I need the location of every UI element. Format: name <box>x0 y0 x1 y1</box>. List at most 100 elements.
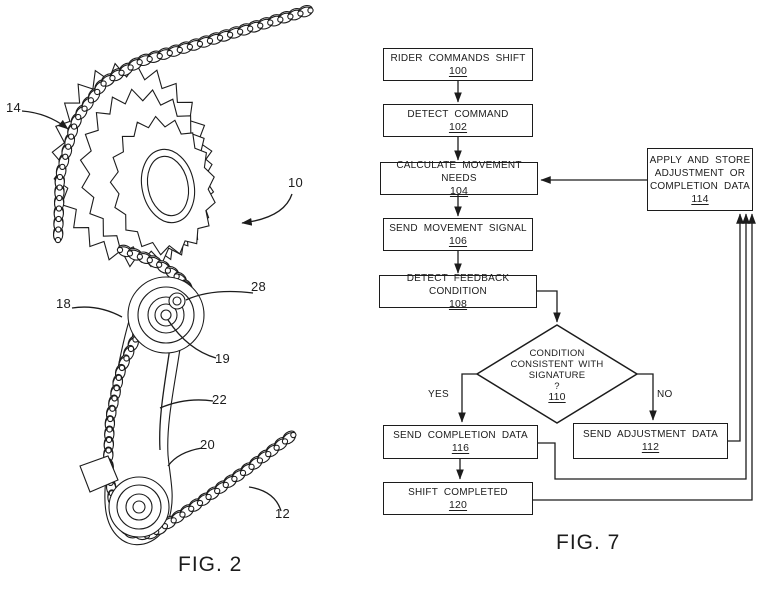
chain-upper-roller <box>62 153 69 160</box>
chain-left-roller <box>105 447 112 454</box>
chain-upper-roller <box>226 31 234 38</box>
chain-upper-roller <box>118 69 125 76</box>
ref-label-10: 10 <box>288 175 304 190</box>
flow-node-send-adjustment-data: SEND ADJUSTMENT DATA 112 <box>573 423 728 459</box>
ref-label-22: 22 <box>212 392 228 407</box>
line-120-114 <box>533 213 756 501</box>
chain-upper-roller <box>196 40 204 48</box>
chain-upper-roller <box>136 59 143 66</box>
chain-upper-roller <box>287 13 294 20</box>
mounting-tab <box>79 455 119 493</box>
node-label: APPLY AND STORE <box>649 154 751 166</box>
node-ref: 106 <box>448 234 468 247</box>
flow-node-calculate-movement-needs: CALCULATE MOVEMENT NEEDS 104 <box>380 160 538 197</box>
chain-upper-roller <box>307 7 314 14</box>
chain-upper-roller <box>206 37 214 44</box>
node-ref: 120 <box>448 498 468 511</box>
chain-left-roller <box>109 405 116 412</box>
chain-lower-roller <box>205 493 212 501</box>
leader-10 <box>241 193 293 226</box>
lower-pulley <box>132 500 146 514</box>
node-ref: 100 <box>448 64 468 77</box>
chain-upper-roller <box>59 163 66 171</box>
chain-lower-roller <box>222 481 229 489</box>
ref-label-19: 19 <box>215 351 231 366</box>
node-label: SEND ADJUSTMENT DATA <box>582 429 718 440</box>
chain-upper-roller <box>87 97 95 104</box>
chain-upper-roller <box>247 25 254 32</box>
chain-upper-roller <box>55 226 62 233</box>
node-label: RIDER COMMANDS SHIFT <box>390 52 526 64</box>
ref-label-20: 20 <box>200 437 216 452</box>
flow-node-send-completion-data: SEND COMPLETION DATA 116 <box>383 425 538 459</box>
node-ref: 114 <box>691 192 709 205</box>
chain-mid-roller <box>164 267 172 274</box>
leader-18 <box>71 306 123 318</box>
chain-lower-roller <box>170 517 177 524</box>
arrow-yes-110-116 <box>458 373 477 423</box>
chain-upper-roller <box>54 236 62 244</box>
chain-mid-roller <box>116 246 124 254</box>
node-ref: 104 <box>449 185 469 197</box>
leader-19 <box>167 319 217 359</box>
chain-upper-roller <box>55 215 62 223</box>
chain-upper-roller <box>56 194 63 202</box>
node-label: SIGNATURE <box>528 369 586 381</box>
leader-20 <box>167 447 203 467</box>
chain-upper-roller <box>267 19 274 26</box>
decision-diamond-110 <box>475 324 639 424</box>
ref-label-12: 12 <box>275 506 291 521</box>
leader-28 <box>185 290 254 301</box>
chain-left-roller <box>106 426 113 433</box>
node-label: COMPLETION DATA <box>649 180 751 192</box>
node-label: SHIFT COMPLETED <box>408 486 508 498</box>
chain-upper-roller <box>94 88 101 96</box>
chain-upper-roller <box>68 133 75 140</box>
ref-label-28: 28 <box>251 279 267 294</box>
node-label: ADJUSTMENT OR <box>654 167 746 179</box>
chain-upper-roller <box>70 123 78 130</box>
node-ref: 112 <box>641 441 660 453</box>
leader-22 <box>159 399 214 409</box>
chain-left-roller <box>123 355 130 362</box>
branch-no-label: NO <box>657 389 673 400</box>
arrow-108-110 <box>537 290 561 323</box>
node-ref: 110 <box>548 390 566 403</box>
chain-upper-roller <box>277 16 284 23</box>
node-label: CALCULATE MOVEMENT NEEDS <box>396 160 522 184</box>
flow-node-detect-feedback-condition: DETECT FEEDBACK CONDITION 108 <box>379 273 537 310</box>
chain-left-roller <box>118 364 126 372</box>
node-label: ? <box>554 380 560 392</box>
chain-upper-roller <box>156 52 163 60</box>
hub-hole <box>146 155 190 217</box>
arrow-no-110-112 <box>637 373 657 421</box>
ref-label-14: 14 <box>6 100 22 115</box>
chain-upper-roller <box>127 64 134 71</box>
chain-mid-roller <box>126 250 134 257</box>
chain-lower-roller <box>188 505 195 512</box>
node-label: DETECT COMMAND <box>407 108 509 120</box>
chain-upper-roller <box>166 49 173 57</box>
chain-upper-roller <box>176 46 183 54</box>
ref-label-18: 18 <box>56 296 72 311</box>
chain-lower-roller <box>179 511 186 518</box>
chain-upper-roller <box>257 22 264 29</box>
chain-mid-roller <box>136 253 144 260</box>
chain-left-roller <box>107 415 114 423</box>
chain-upper-roller <box>56 173 64 181</box>
chain-upper-roller <box>109 74 116 82</box>
chain-left-roller <box>127 345 135 353</box>
node-ref: 116 <box>451 442 470 454</box>
flow-node-send-movement-signal: SEND MOVEMENT SIGNAL 106 <box>383 218 533 251</box>
fig7-caption: FIG. 7 <box>556 531 621 554</box>
chain-upper-roller <box>297 10 304 17</box>
node-ref: 102 <box>448 120 468 133</box>
flow-node-apply-and-store: APPLY AND STORE ADJUSTMENT OR COMPLETION… <box>647 148 753 211</box>
chain-left-roller <box>111 395 118 402</box>
line-116-114 <box>538 213 750 480</box>
chain-upper-roller <box>75 113 82 121</box>
chain-lower-roller <box>290 431 297 439</box>
chain-upper-roller <box>56 184 63 191</box>
